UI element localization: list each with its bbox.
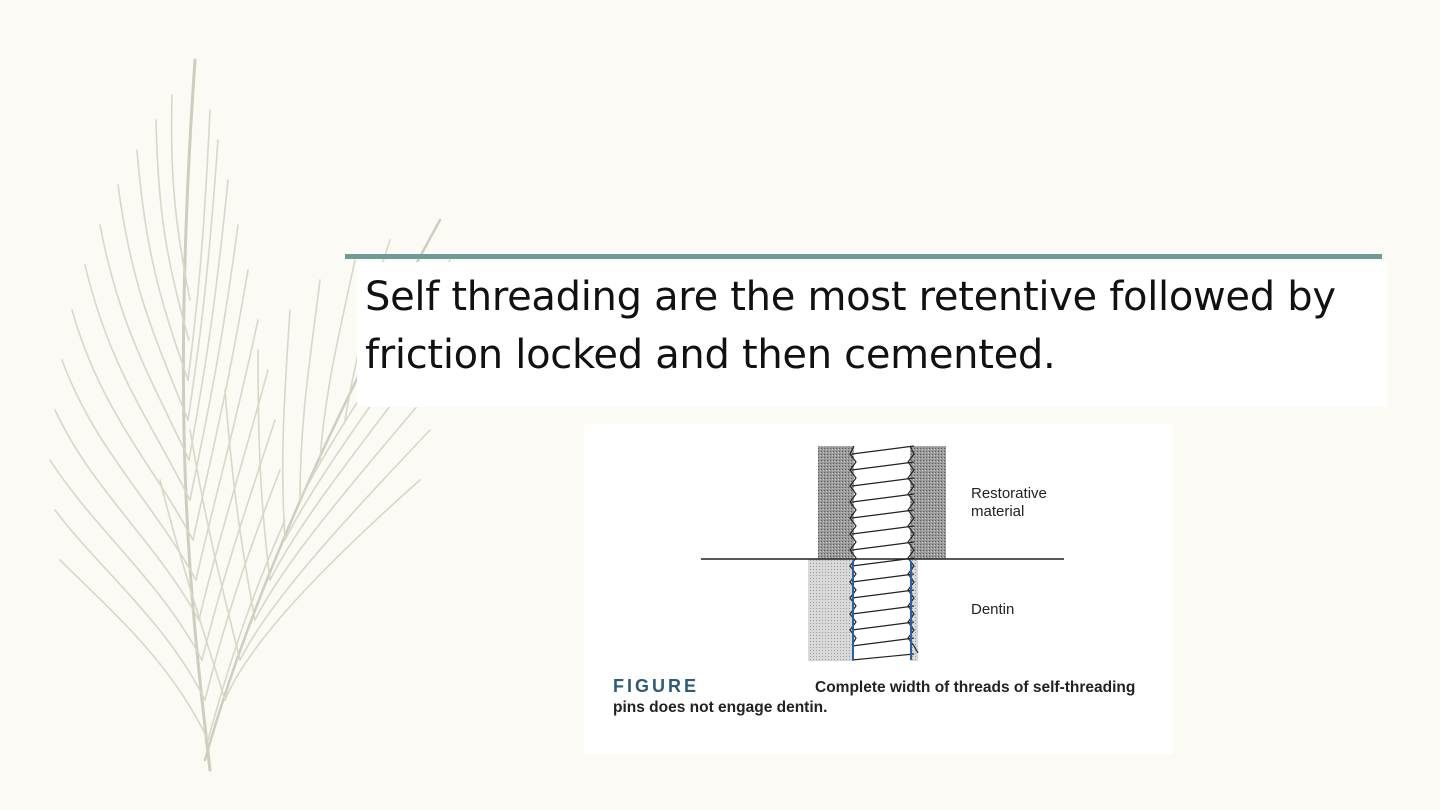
pin-diagram <box>701 445 1064 661</box>
pin-figure: Restorative material Dentin FIGURE Compl… <box>584 424 1173 754</box>
slide-body-text: Self threading are the most retentive fo… <box>365 274 1336 378</box>
accent-rule <box>345 254 1382 259</box>
label-dentin: Dentin <box>971 601 1015 618</box>
label-restorative-material: Restorative material <box>971 485 1047 520</box>
figure-caption: Complete width of threads of self-thread… <box>613 679 1136 716</box>
text-background <box>357 262 1387 407</box>
figure-label: FIGURE <box>613 676 700 696</box>
